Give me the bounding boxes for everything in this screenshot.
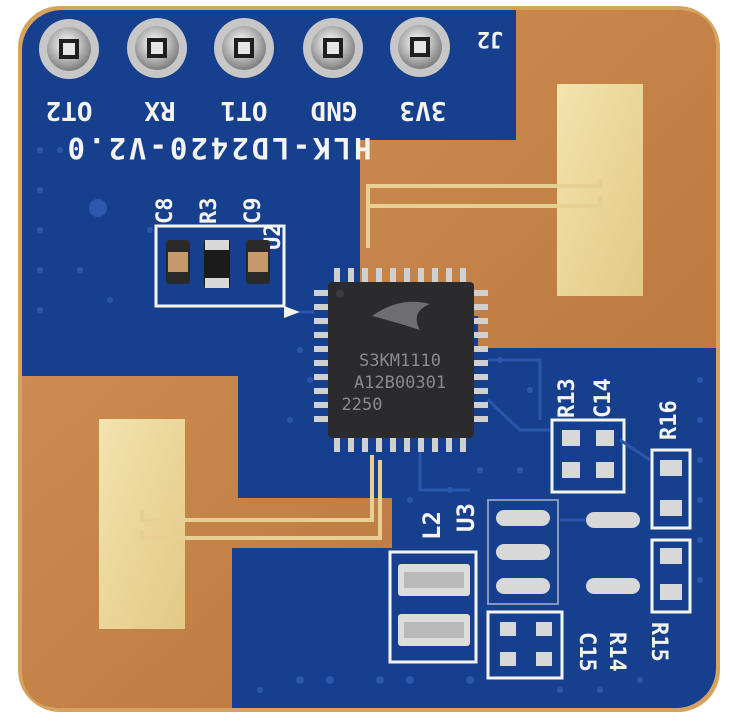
regulator-u3-pads xyxy=(496,510,640,594)
ref-r13: R13 xyxy=(555,378,580,418)
pin-ot1 xyxy=(214,18,274,78)
chip-marking-line-2: A12B00301 xyxy=(354,373,446,393)
main-chip: S3KM1110 A12B00301 2250 xyxy=(314,268,488,452)
passives-c8-r3-c9 xyxy=(154,224,300,318)
ref-r16: R16 xyxy=(657,400,682,440)
ref-l2: L2 xyxy=(418,511,446,540)
regulator-outline xyxy=(487,499,559,605)
antenna-pad-bottom xyxy=(99,419,185,629)
header-pins xyxy=(39,17,450,79)
pin-label-3v3: 3V3 xyxy=(400,95,447,125)
connector-label: J2 xyxy=(477,26,504,51)
ref-r15: R15 xyxy=(646,622,671,662)
feed-traces xyxy=(140,178,602,540)
passives-c15-r14 xyxy=(486,610,564,680)
inductor-l2 xyxy=(388,550,478,664)
connector-label-group: J2 xyxy=(477,26,504,51)
vias xyxy=(37,147,703,693)
ref-c9: C9 xyxy=(241,198,266,225)
board-model-label: HLK-LD2420-V2.0 xyxy=(65,131,372,165)
chip-marking-line-1: S3KM1110 xyxy=(359,351,441,371)
pin-label-gnd: GND xyxy=(311,95,358,125)
pin-rx xyxy=(127,18,187,78)
ref-c14: C14 xyxy=(591,378,616,418)
routed-traces xyxy=(300,310,651,522)
passives-r16-r15 xyxy=(650,448,692,614)
pin-labels: OT2 RX OT1 GND 3V3 xyxy=(46,95,447,125)
pin-label-ot1: OT1 xyxy=(221,95,268,125)
pin-gnd xyxy=(303,18,363,78)
ref-c8: C8 xyxy=(153,198,178,225)
ref-c15: C15 xyxy=(574,632,599,672)
ref-r14: R14 xyxy=(604,632,629,672)
ref-u3: U3 xyxy=(452,503,480,532)
pin-label-rx: RX xyxy=(144,95,176,125)
chip-marking-line-3: 2250 xyxy=(342,395,383,415)
passives-r13-c14 xyxy=(550,418,626,494)
pin-ot2 xyxy=(39,19,99,79)
antenna-pad-top xyxy=(557,84,643,296)
ref-r3: R3 xyxy=(197,198,222,225)
pin-label-ot2: OT2 xyxy=(46,95,93,125)
pin-3v3 xyxy=(390,17,450,77)
